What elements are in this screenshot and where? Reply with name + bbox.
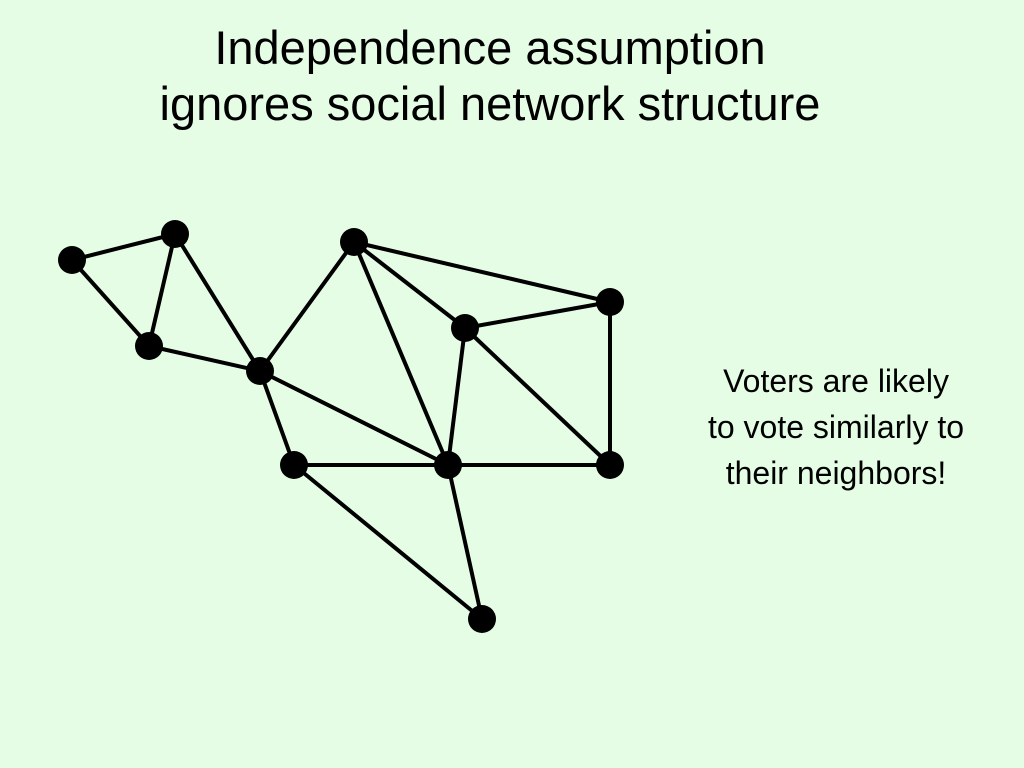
network-edge-n5-n8 bbox=[292, 463, 484, 621]
note-line-1: Voters are likely bbox=[723, 363, 949, 399]
network-edge-n9-n11 bbox=[352, 240, 467, 330]
network-edge-n1-n2 bbox=[71, 232, 176, 262]
network-node-n3 bbox=[135, 332, 163, 360]
network-edge-n9-n7 bbox=[352, 241, 450, 466]
title-line-2: ignores social network structure bbox=[159, 77, 821, 130]
network-edge-n4-n9 bbox=[258, 240, 356, 373]
network-edge-n9-n10 bbox=[353, 240, 611, 304]
network-node-n9 bbox=[340, 228, 368, 256]
network-edge-n11-n10 bbox=[464, 300, 611, 330]
network-nodes bbox=[58, 220, 624, 633]
network-node-n5 bbox=[280, 451, 308, 479]
side-note: Voters are likely to vote similarly to t… bbox=[668, 358, 1004, 496]
network-edge-n7-n8 bbox=[446, 464, 484, 620]
network-edge-n4-n5 bbox=[258, 370, 296, 466]
network-edge-n11-n12 bbox=[463, 326, 612, 467]
network-node-n4 bbox=[246, 357, 274, 385]
network-node-n7 bbox=[434, 451, 462, 479]
network-node-n11 bbox=[451, 314, 479, 342]
network-edge-n4-n7 bbox=[259, 369, 449, 467]
network-node-n8 bbox=[468, 605, 496, 633]
network-edge-n2-n3 bbox=[147, 233, 177, 347]
title-line-1: Independence assumption bbox=[214, 21, 766, 74]
network-edge-n11-n7 bbox=[446, 327, 467, 466]
note-line-3: their neighbors! bbox=[725, 455, 947, 491]
network-edge-n3-n4 bbox=[148, 344, 261, 373]
network-node-n1 bbox=[58, 246, 86, 274]
network-edge-n1-n3 bbox=[70, 258, 151, 348]
slide-title: Independence assumption ignores social n… bbox=[0, 20, 980, 132]
network-node-n2 bbox=[161, 220, 189, 248]
network-edge-n2-n4 bbox=[173, 232, 262, 373]
network-edges bbox=[70, 232, 612, 621]
network-node-n12 bbox=[596, 451, 624, 479]
network-node-n10 bbox=[596, 288, 624, 316]
note-line-2: to vote similarly to bbox=[707, 409, 965, 445]
